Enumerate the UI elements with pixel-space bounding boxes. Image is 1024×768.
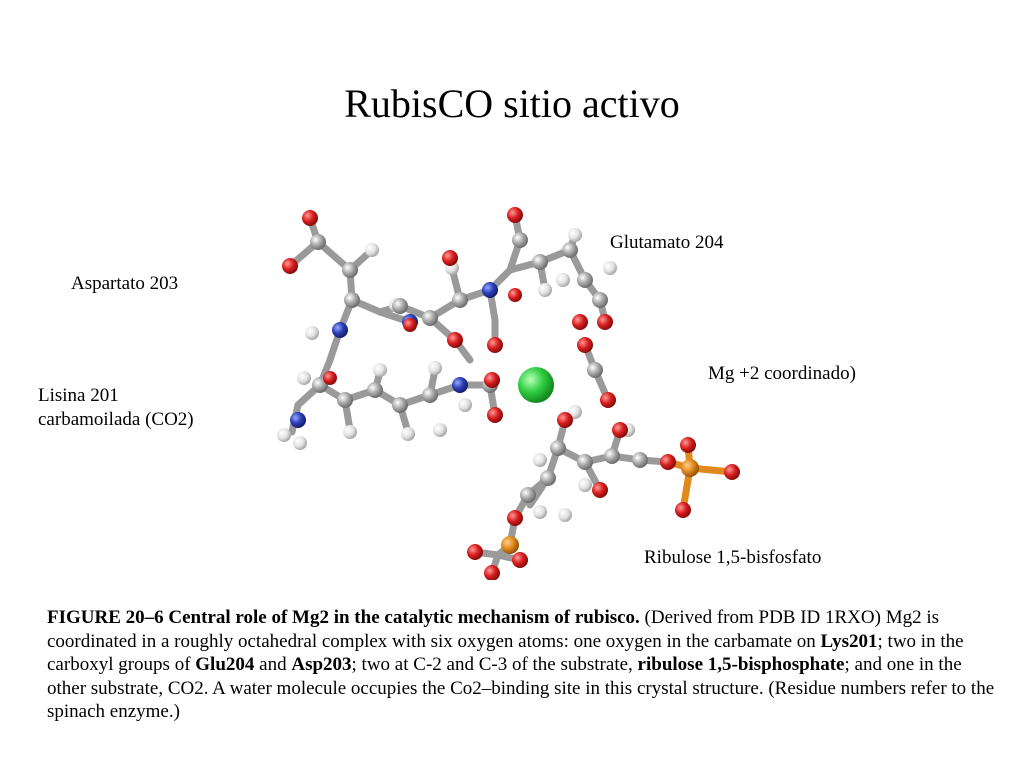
label-lisina-line1: Lisina 201: [38, 385, 119, 406]
atoms: [277, 207, 740, 580]
figure-caption: FIGURE 20–6 Central role of Mg2 in the c…: [47, 606, 997, 724]
caption-bold-ribulose: ribulose 1,5-bisphosphate: [637, 654, 845, 675]
caption-text-2: ; two in the carboxyl groups of: [47, 630, 964, 676]
caption-text-3: and: [254, 654, 292, 675]
label-lisina-line2: carbamoilada (CO2): [38, 409, 194, 430]
label-glutamato-204: Glutamato 204: [610, 232, 724, 253]
caption-bold-lys201: Lys201: [820, 630, 878, 652]
label-lisina-201: Lisina 201 carbamoilada (CO2): [38, 384, 194, 432]
caption-bold-glu204: Glu204: [195, 654, 255, 675]
caption-bold-asp203: Asp203: [291, 654, 352, 675]
label-mg-coordinado: Mg +2 coordinado): [708, 363, 856, 384]
rubisco-active-site-molecule: [277, 207, 740, 580]
caption-text-1: (Derived from PDB ID 1RXO) Mg2 is coordi…: [47, 607, 940, 652]
phosphate-bonds: [664, 441, 736, 514]
caption-text-5: ; and one in the other substrate, CO2. A…: [47, 654, 995, 722]
magnesium-ion: [518, 367, 554, 403]
caption-text-4: ; two at C-2 and C-3 of the substrate,: [351, 654, 638, 675]
caption-figure-title: FIGURE 20–6 Central role of Mg2 in the c…: [47, 607, 640, 628]
label-ribulose-bisfosfato: Ribulose 1,5-bisfosfato: [644, 547, 822, 568]
slide-title: RubisCO sitio activo: [344, 81, 680, 126]
label-aspartato-203: Aspartato 203: [71, 273, 179, 294]
